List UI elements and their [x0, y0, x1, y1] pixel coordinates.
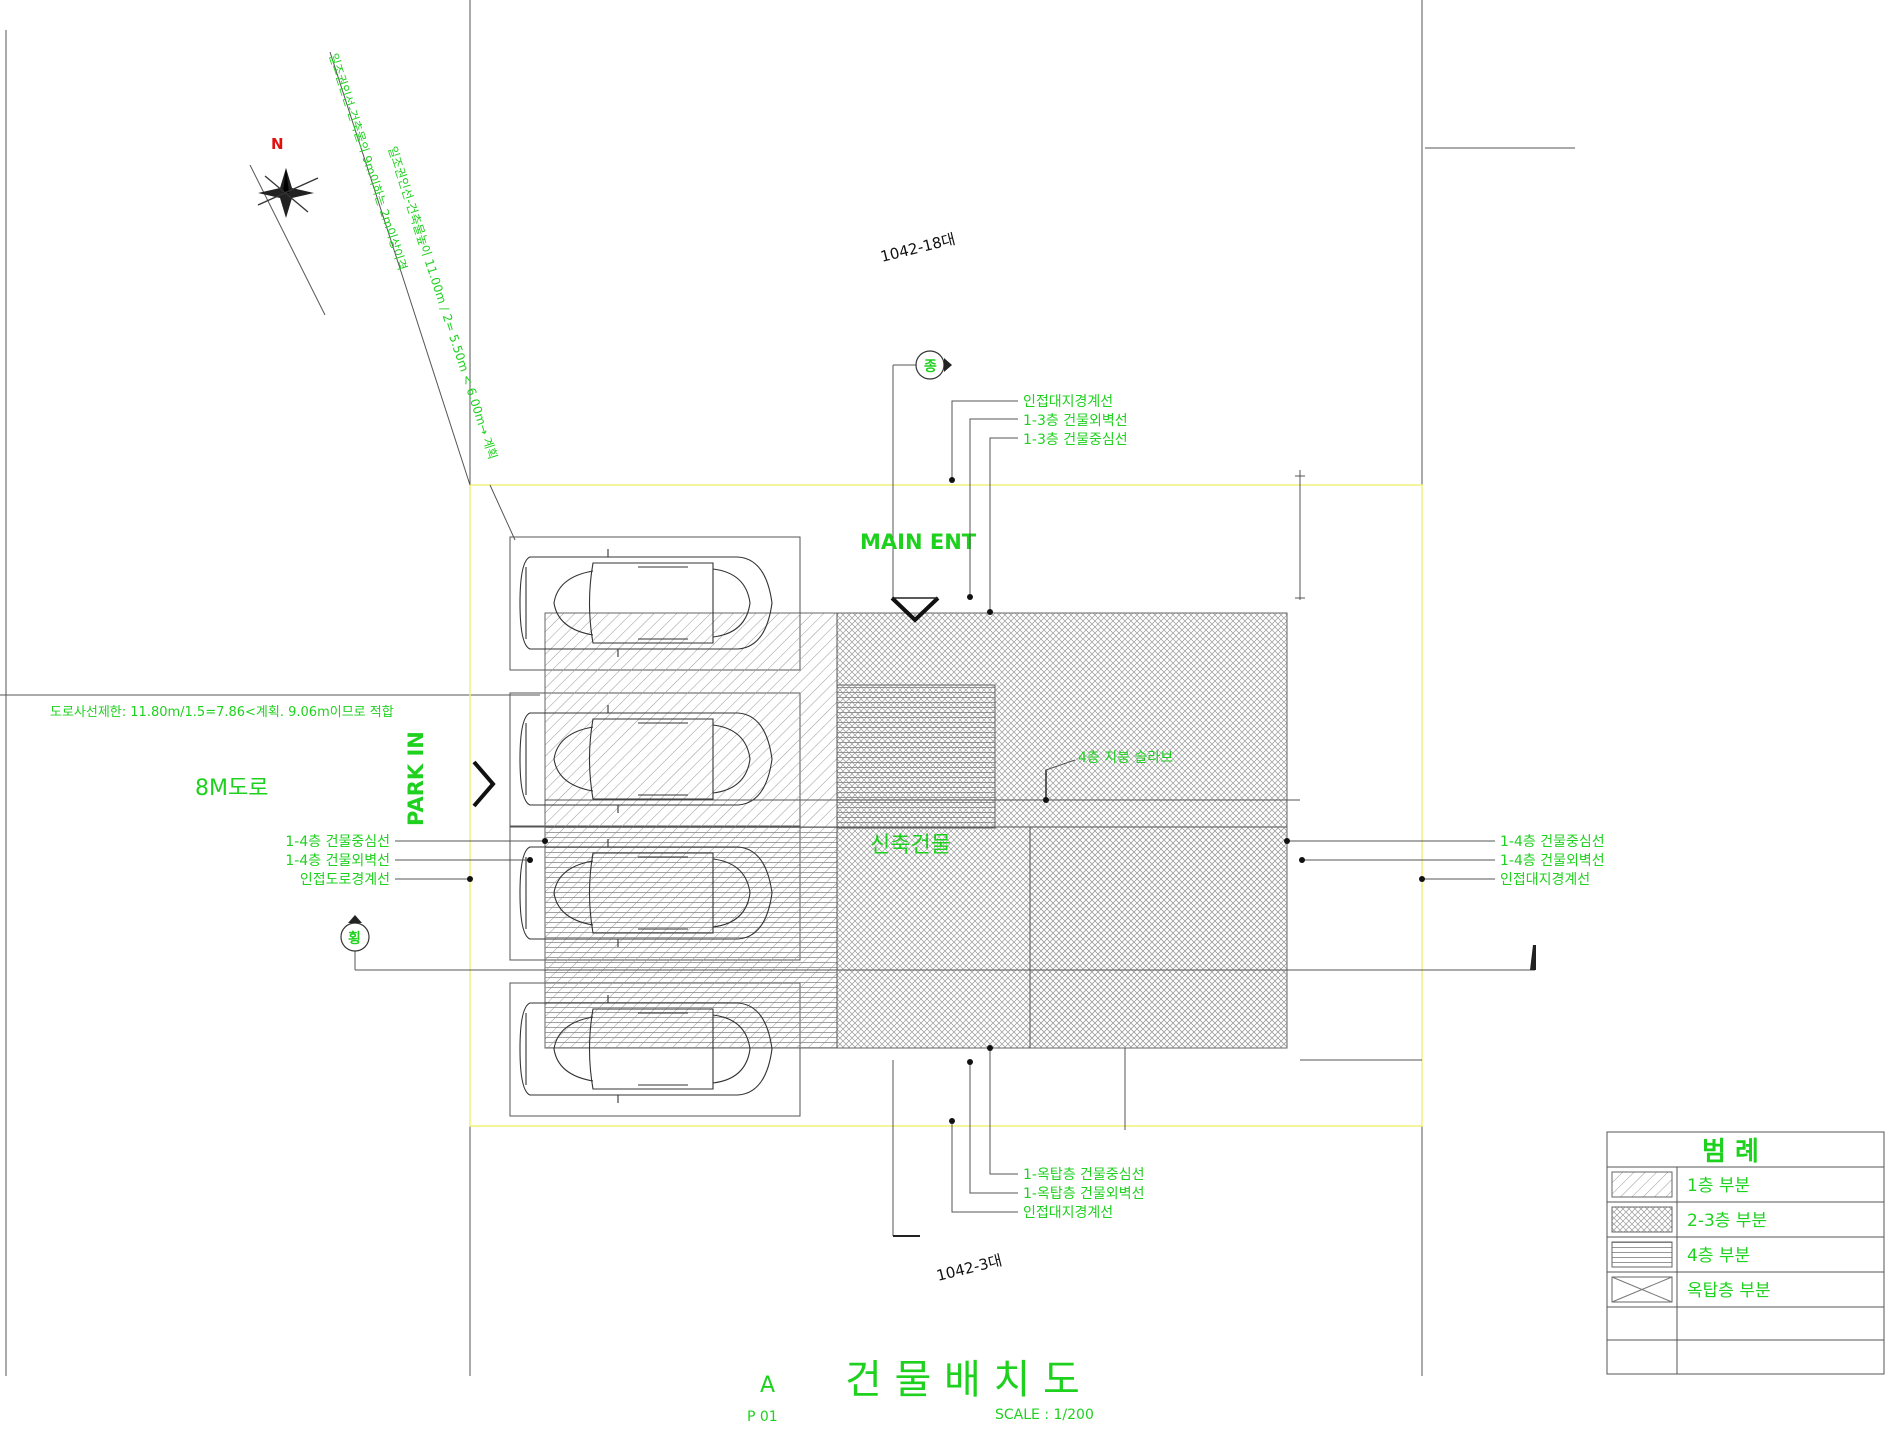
section-mark-north: 종 — [924, 359, 937, 375]
drawing-title: 건 물 배 치 도 — [845, 1357, 1080, 1403]
legend-item-4: 옥탑층 부분 — [1687, 1281, 1771, 1301]
left-callout-2: 1-4층 건물외벽선 — [285, 853, 390, 869]
main-entrance: MAIN ENT — [860, 530, 977, 623]
left-callout-1: 1-4층 건물중심선 — [285, 834, 390, 850]
site-boundaries — [0, 0, 1575, 1376]
title-block: A 건 물 배 치 도 P 01 SCALE : 1/200 — [747, 1357, 1094, 1425]
top-callouts: 인접대지경계선 1-3층 건물외벽선 1-3층 건물중심선 — [949, 394, 1128, 615]
building-label: 신축건물 — [870, 833, 951, 858]
car-icon — [519, 549, 773, 657]
car-icon — [519, 705, 773, 813]
legend-item-1: 1층 부분 — [1687, 1176, 1750, 1196]
main-ent-label: MAIN ENT — [860, 530, 977, 554]
lot-label-south: 1042-3대 — [935, 1251, 1004, 1285]
drawing-scale: SCALE : 1/200 — [995, 1407, 1094, 1423]
legend-title: 범 례 — [1702, 1137, 1759, 1167]
north-arrow-icon: N — [249, 135, 326, 316]
north-label: N — [271, 135, 284, 153]
right-callout-2: 1-4층 건물외벽선 — [1500, 853, 1605, 869]
left-callout-3: 인접도로경계선 — [300, 872, 390, 888]
park-in-label: PARK IN — [404, 731, 428, 826]
top-callout-3: 1-3층 건물중심선 — [1023, 432, 1128, 448]
car-icon — [519, 995, 773, 1103]
section-marker-west: 횡 — [340, 915, 1536, 971]
floor4-note: 4층 지붕 슬라브 — [1078, 750, 1173, 766]
bottom-callout-2: 1-옥탑층 건물외벽선 — [1023, 1186, 1144, 1202]
bottom-callout-1: 1-옥탑층 건물중심선 — [1023, 1167, 1144, 1183]
car-icon — [519, 839, 773, 947]
top-callout-1: 인접대지경계선 — [1023, 394, 1113, 410]
right-callout-1: 1-4층 건물중심선 — [1500, 834, 1605, 850]
bottom-callouts: 1-옥탑층 건물중심선 1-옥탑층 건물외벽선 인접대지경계선 — [949, 1045, 1144, 1221]
left-callouts: 1-4층 건물중심선 1-4층 건물외벽선 인접도로경계선 — [285, 834, 548, 888]
setback-note-2: 일조권인선-건축물높이 11.00m / 2= 5.50m < 6.00m→ 계… — [385, 145, 500, 461]
section-marker-north: 종 — [892, 350, 952, 1237]
site-outline — [469, 484, 1423, 1127]
bottom-callout-3: 인접대지경계선 — [1023, 1205, 1113, 1221]
setback-notes: 일조권인선-건축물의 9m이하는 2m이상이격 일조권인선-건축물높이 11.0… — [326, 52, 516, 541]
lot-label-north: 1042-18대 — [879, 230, 958, 266]
title-letter: A — [760, 1373, 775, 1398]
legend-item-2: 2-3층 부분 — [1687, 1211, 1767, 1231]
sheet-number: P 01 — [747, 1409, 778, 1425]
right-callout-3: 인접대지경계선 — [1500, 872, 1590, 888]
parked-cars — [519, 549, 773, 1103]
building-footprint — [544, 612, 1300, 1049]
top-callout-2: 1-3층 건물외벽선 — [1023, 413, 1128, 429]
parking-entrance: PARK IN — [404, 731, 496, 826]
legend-item-3: 4층 부분 — [1687, 1246, 1750, 1266]
road-setback-note: 도로사선제한: 11.80m/1.5=7.86<계획. 9.06m이므로 적합 — [50, 705, 394, 720]
road-label: 8M도로 — [195, 776, 268, 801]
right-callouts: 1-4층 건물중심선 1-4층 건물외벽선 인접대지경계선 — [1284, 834, 1605, 888]
legend: 범 례 1층 부분 2-3층 부분 4층 부분 옥탑층 부분 — [1606, 1131, 1885, 1375]
dimension-lines — [1124, 470, 1422, 1130]
section-mark-west: 횡 — [348, 930, 361, 947]
